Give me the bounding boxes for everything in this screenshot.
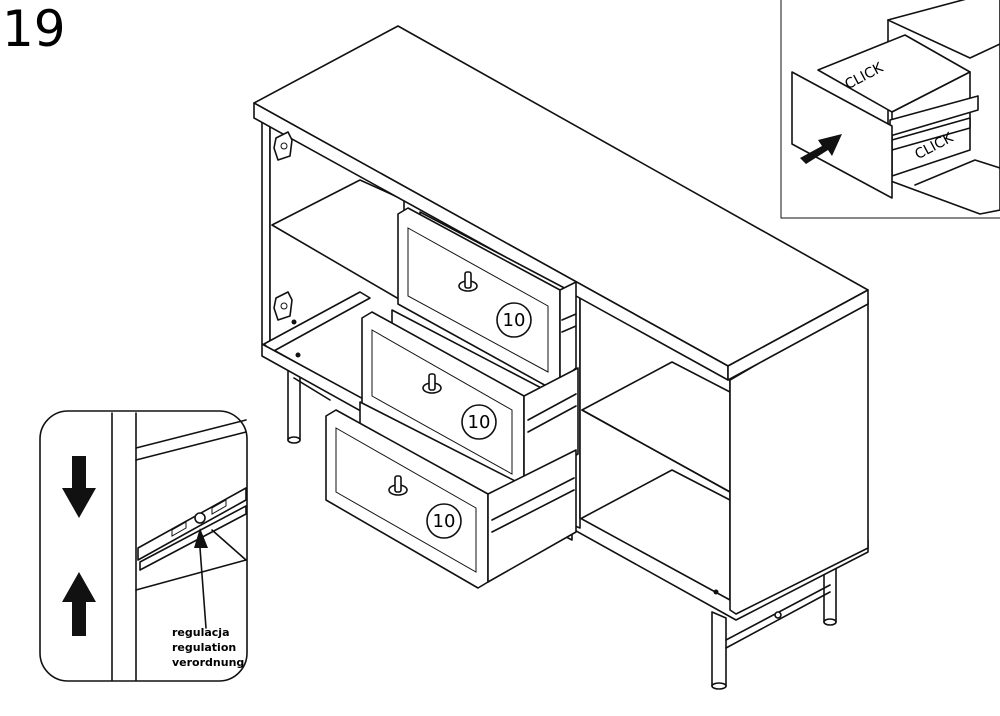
drawer-callout: 10 bbox=[468, 412, 491, 433]
hinge-icon bbox=[273, 291, 293, 321]
drawer-callout: 10 bbox=[433, 511, 456, 532]
click-detail-panel: CLICK CLICK bbox=[780, 0, 1000, 219]
arrow-up-icon bbox=[62, 572, 96, 636]
adjustment-label: regulacja bbox=[172, 626, 230, 639]
drawer-top: 10 bbox=[397, 207, 577, 389]
drawer-middle: 10 bbox=[361, 309, 579, 491]
left-side-panel bbox=[261, 116, 271, 349]
hinge-icon bbox=[273, 131, 293, 161]
adjustment-detail-panel: regulacja regulation verordnung bbox=[39, 410, 248, 682]
step-number: 19 bbox=[2, 0, 66, 58]
arrow-down-icon bbox=[62, 456, 96, 518]
drawer-bottom: 10 bbox=[325, 401, 577, 589]
drawer-knob bbox=[458, 271, 478, 292]
drawer-knob bbox=[422, 373, 442, 394]
cabinet-legs bbox=[287, 366, 837, 690]
adjustment-label: verordnung bbox=[172, 656, 244, 669]
push-arrow-icon bbox=[800, 134, 842, 164]
adjustment-label: regulation bbox=[172, 641, 236, 654]
drawer-callout: 10 bbox=[503, 310, 526, 331]
drawer-knob bbox=[388, 475, 408, 496]
